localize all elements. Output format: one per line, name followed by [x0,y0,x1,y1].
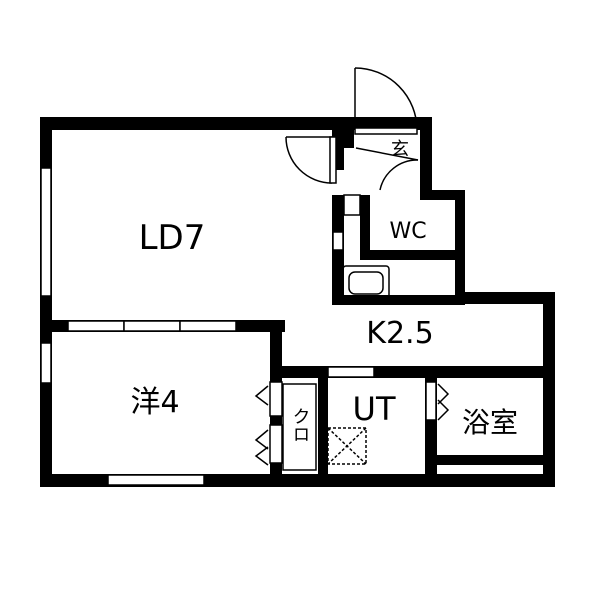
windows [40,167,375,486]
entrance-door-icon [354,67,418,135]
wc-door-icon [355,147,419,191]
closet-door-icon [254,381,317,471]
label-toilet: WC [389,219,426,244]
label-living-dining: LD7 [139,218,206,258]
ld-door-icon [285,136,337,184]
label-bathroom: 浴室 [462,406,518,439]
label-utility: UT [353,390,396,428]
label-closet: クロ [290,407,311,443]
bath-door-icon [425,381,450,421]
washer-pan-icon [327,427,367,465]
label-western-room: 洋4 [130,385,179,420]
sink-icon [342,265,390,301]
label-entrance: 玄 [391,139,409,160]
label-kitchen: K2.5 [366,316,433,351]
